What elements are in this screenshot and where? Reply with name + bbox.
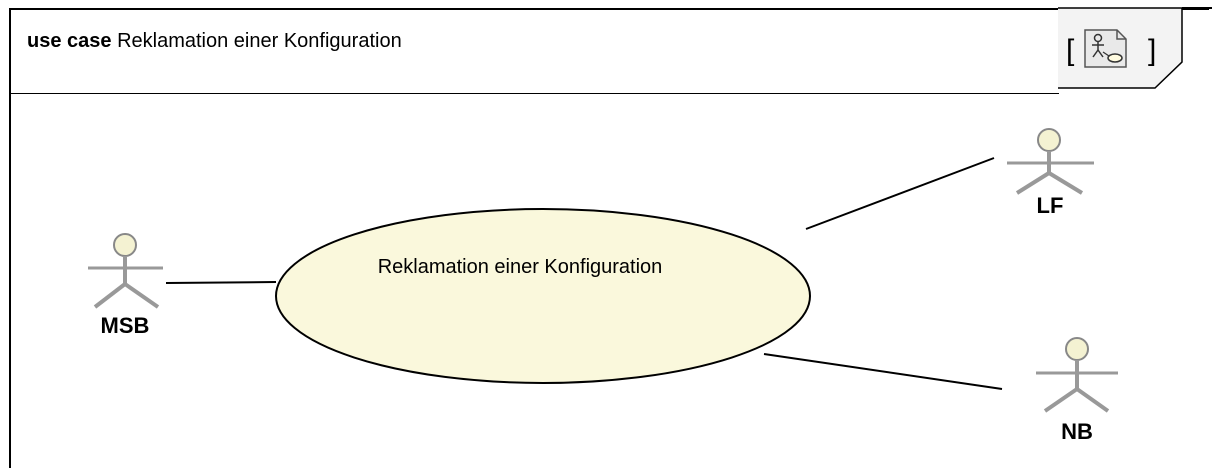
diagram-tab: [ ] xyxy=(1058,7,1212,89)
association-msb xyxy=(165,281,277,284)
actor-lf-label: LF xyxy=(1036,193,1064,218)
diagram-keyword: use case xyxy=(27,30,112,52)
diagram-title: use case Reklamation einer Konfiguration xyxy=(27,30,402,53)
association-nb xyxy=(763,353,1003,390)
actor-nb-figure xyxy=(1036,337,1118,413)
svg-text:]: ] xyxy=(1148,34,1156,67)
use-case-diagram-icon xyxy=(1084,29,1127,68)
svg-text:[: [ xyxy=(1066,34,1075,67)
diagram-frame xyxy=(9,8,1209,468)
diagram-name: Reklamation einer Konfiguration xyxy=(117,30,402,52)
actor-lf-figure xyxy=(1007,128,1094,195)
actor-msb-figure xyxy=(88,233,163,309)
diagram-header xyxy=(9,8,1059,94)
use-case-ellipse xyxy=(275,208,811,384)
association-lf xyxy=(805,157,995,230)
actor-msb-label: MSB xyxy=(100,313,150,338)
actor-nb-label: NB xyxy=(1061,419,1093,444)
use-case-label: Reklamation einer Konfiguration xyxy=(377,256,663,278)
